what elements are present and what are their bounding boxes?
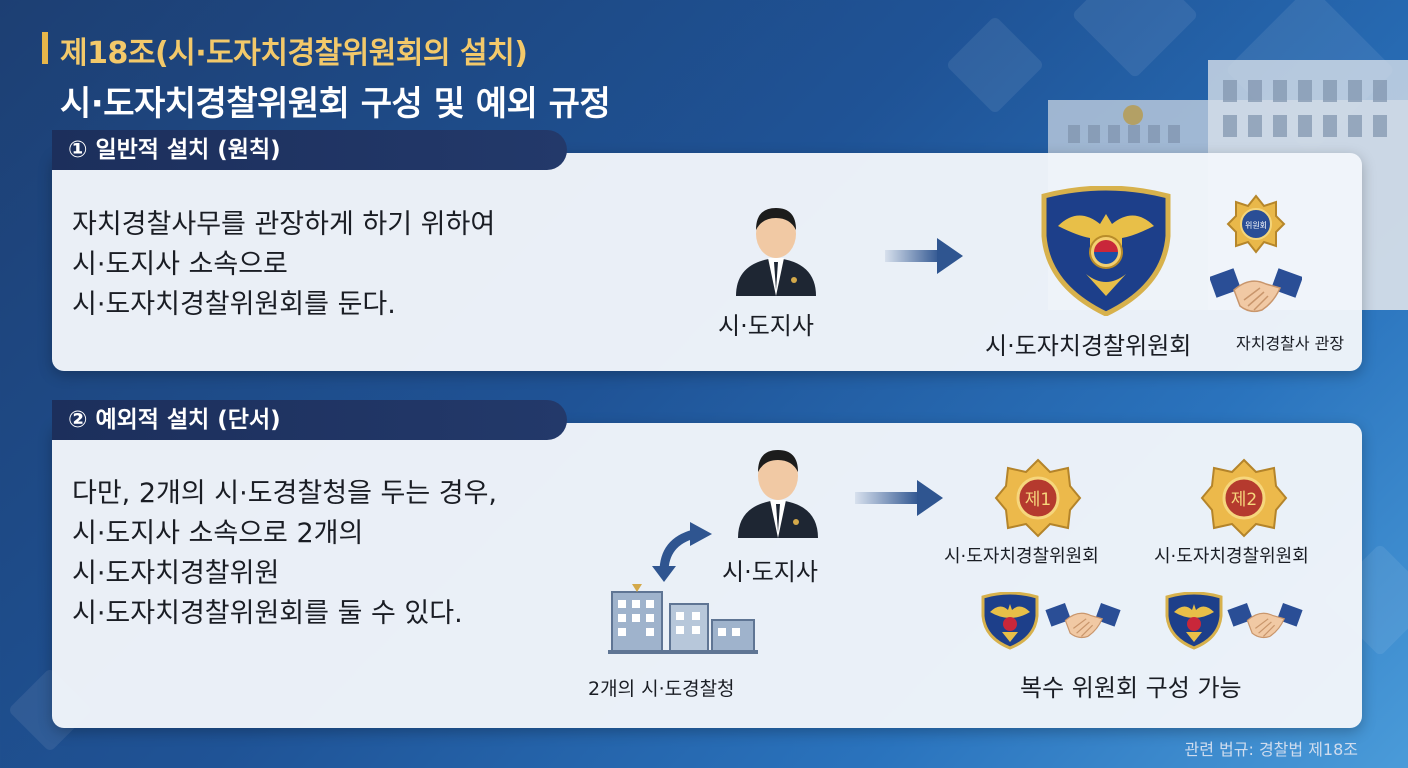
governor-person-icon (738, 450, 818, 538)
governor-label: 시·도지사 (718, 312, 814, 340)
committee-2-label: 시·도자치경찰위원회 (1154, 546, 1309, 567)
police-shield-emblem-icon (1041, 186, 1171, 316)
committee-emblem-text: 위원회 (1245, 221, 1267, 230)
arrow-right-icon (855, 480, 943, 516)
committee-1-badge-text: 제1 (1025, 490, 1051, 510)
governor-label-2: 시·도지사 (722, 558, 818, 586)
section1-tab: ① 일반적 설치 (원칙) (52, 130, 567, 170)
governor-person-icon (736, 208, 816, 296)
section2-tab: ② 예외적 설치 (단서) (52, 400, 567, 440)
section2-card (52, 423, 1362, 728)
article-title: 제18조(시·도자치경찰위원회의 설치) (60, 36, 528, 71)
committee-2-badge-icon: 제2 (1200, 458, 1288, 538)
footer-reference: 관련 법규: 경찰법 제18조 (1184, 740, 1359, 759)
agencies-label: 2개의 시·도경찰청 (588, 678, 735, 700)
police-agency-buildings-icon (608, 584, 758, 654)
committee-emblem-icon: 위원회 (1226, 194, 1286, 254)
handshake-label: 자치경찰사 관장 (1236, 334, 1345, 353)
title-accent-bar (42, 32, 48, 64)
handshake-icon (1045, 602, 1121, 639)
section1-body: 자치경찰사무를 관장하게 하기 위하여 시·도지사 소속으로 시·도자치경찰위원… (72, 209, 496, 320)
curved-arrow-icon (652, 522, 712, 582)
police-shield-small-icon (981, 592, 1039, 650)
committee-1-badge-icon: 제1 (994, 458, 1082, 538)
police-shield-small-icon (1165, 592, 1223, 650)
committee-label: 시·도자치경찰위원회 (985, 332, 1192, 360)
committee-1-label: 시·도자치경찰위원회 (944, 546, 1099, 567)
arrow-right-icon (885, 238, 963, 274)
section2-body: 다만, 2개의 시·도경찰청을 두는 경우, 시·도지사 소속으로 2개의 시·… (72, 478, 498, 629)
handshake-icon (1210, 268, 1302, 313)
handshake-icon (1227, 602, 1303, 639)
multiple-committees-label: 복수 위원회 구성 가능 (1020, 674, 1242, 702)
committee-2-badge-text: 제2 (1231, 490, 1257, 510)
page-subtitle: 시·도자치경찰위원회 구성 및 예외 규정 (60, 84, 611, 124)
